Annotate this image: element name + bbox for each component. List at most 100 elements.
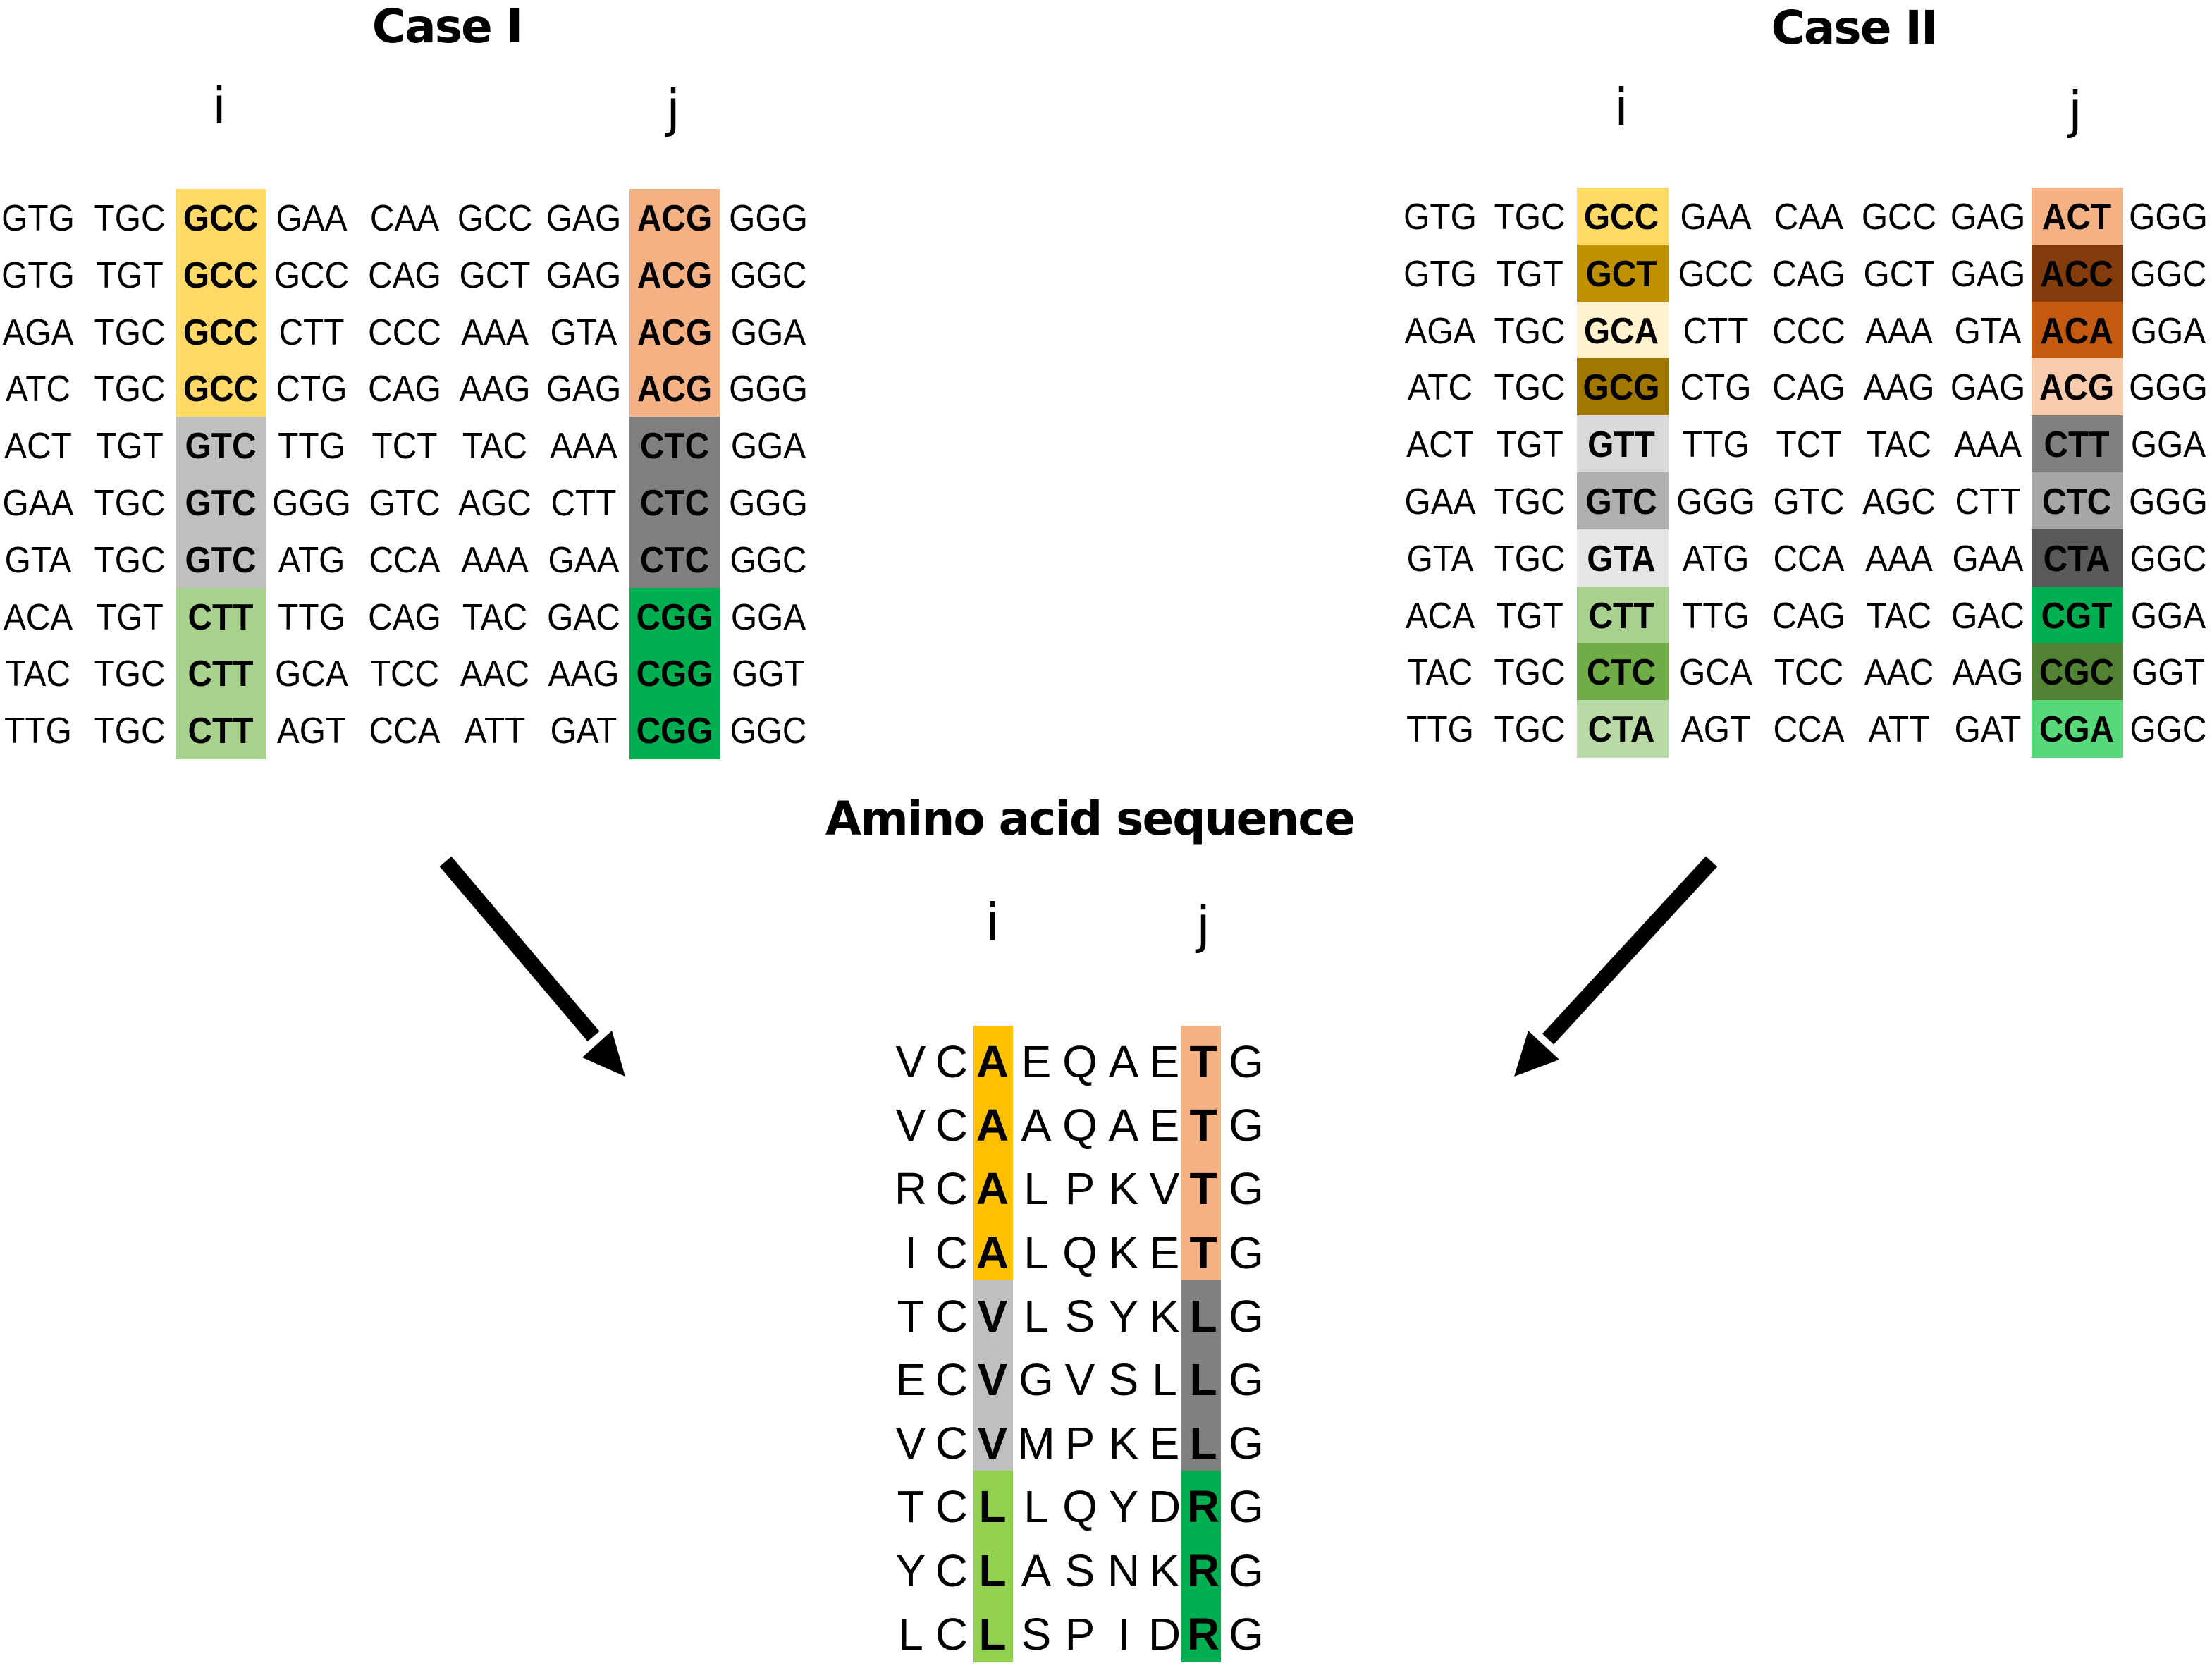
amino-acid-cell: L: [1189, 1290, 1217, 1342]
amino-acid-cell: T: [1189, 1163, 1217, 1215]
amino-acid-cell: C: [935, 1036, 969, 1087]
amino-acid-sequence-title: Amino acid sequence: [825, 792, 1356, 846]
amino-acid-cell: C: [935, 1418, 969, 1469]
case-i-codon-highlight-j-row-5: [629, 417, 720, 474]
case-i-codon-cell: GAG: [546, 198, 622, 239]
case-ii-codon-cell: GGC: [2130, 709, 2207, 751]
case-i-codon-cell: AAA: [461, 312, 529, 353]
case-ii-codon-cell: GGC: [2130, 253, 2207, 295]
case-i-codon-cell: AAA: [550, 426, 617, 467]
case-ii-codon-cell: TGC: [1494, 482, 1566, 522]
amino-acid-cell: G: [1229, 1290, 1264, 1342]
case-i-codon-highlight-j-row-1: [629, 189, 720, 247]
case-ii-codon-cell: GGA: [2130, 310, 2206, 352]
amino-acid-highlight-i-row-10: [973, 1598, 1013, 1662]
amino-acid-index-j-label: j: [1196, 895, 1211, 955]
case-i-codon-cell: CTT: [551, 483, 617, 524]
case-ii-codon-cell: ACA: [2040, 310, 2113, 352]
case-i-index-i-label: i: [211, 76, 227, 135]
case-ii-codon-highlight-i-row-10: [1577, 700, 1669, 758]
amino-acid-cell: P: [1064, 1608, 1095, 1660]
case-ii-codon-cell: AGA: [1404, 310, 1476, 352]
case-i-codon-cell: GAT: [550, 711, 617, 752]
case-i-codon-highlight-j-row-3: [629, 302, 720, 360]
amino-acid-cell: L: [1189, 1418, 1217, 1469]
case-ii-codon-cell: CGT: [2041, 595, 2113, 637]
amino-acid-cell: G: [1229, 1227, 1264, 1278]
case-i-codon-cell: CTC: [639, 539, 710, 581]
case-ii-codon-cell: ACC: [2040, 253, 2113, 295]
amino-acid-cell: E: [895, 1354, 926, 1405]
amino-acid-cell: V: [977, 1354, 1008, 1405]
case-ii-codon-cell: GTC: [1585, 482, 1657, 522]
amino-acid-cell: K: [1149, 1545, 1180, 1596]
amino-acid-cell: S: [1108, 1354, 1139, 1405]
case-i-codon-cell: TGC: [94, 483, 166, 524]
amino-acid-cell: R: [1186, 1481, 1220, 1533]
case-i-codon-cell: GAA: [548, 539, 620, 581]
amino-acid-cell: L: [1024, 1163, 1049, 1215]
case-ii-codon-cell: GAG: [1950, 197, 2026, 238]
case-ii-codon-cell: TCC: [1774, 652, 1844, 694]
case-ii-codon-highlight-i-row-6: [1577, 472, 1669, 530]
case-ii-codon-cell: TGT: [1496, 253, 1563, 295]
case-ii-codon-cell: CTA: [1587, 709, 1655, 751]
amino-acid-highlight-j-row-2: [1181, 1089, 1221, 1153]
case-ii-codon-highlight-i-row-5: [1577, 415, 1669, 473]
amino-acid-highlight-j-row-9: [1181, 1534, 1221, 1599]
case-i-codon-cell: GGG: [729, 483, 808, 524]
amino-acid-cell: R: [1186, 1608, 1220, 1660]
amino-acid-highlight-j-row-4: [1181, 1216, 1221, 1281]
amino-acid-highlight-i-row-2: [973, 1089, 1013, 1153]
case-i-codon-cell: GGG: [729, 198, 808, 239]
amino-acid-cell: I: [1117, 1608, 1130, 1660]
amino-acid-cell: L: [978, 1608, 1007, 1660]
case-i-codon-cell: CTT: [188, 654, 254, 695]
amino-acid-cell: Y: [1108, 1290, 1139, 1342]
case-i-codon-highlight-j-row-8: [629, 587, 720, 645]
amino-acid-cell: V: [895, 1418, 926, 1469]
arrow-down-right-icon: [439, 856, 625, 1077]
case-i-codon-cell: GGC: [730, 539, 807, 581]
case-i-codon-cell: GTA: [4, 539, 72, 581]
amino-acid-highlight-i-row-4: [973, 1216, 1013, 1281]
case-i-codon-cell: TGC: [94, 312, 166, 353]
case-i-codon-cell: CTT: [188, 711, 254, 752]
case-i-codon-cell: GTC: [185, 539, 257, 581]
case-ii-codon-cell: CAG: [1772, 595, 1845, 637]
amino-acid-highlight-i-row-9: [973, 1534, 1013, 1599]
amino-acid-cell: A: [1108, 1100, 1139, 1151]
case-i-codon-cell: TAC: [462, 596, 528, 638]
case-i-codon-cell: CAG: [368, 596, 441, 638]
amino-acid-cell: L: [1024, 1481, 1049, 1533]
case-ii-codon-highlight-i-row-9: [1577, 643, 1669, 701]
case-ii-codon-cell: TAC: [1407, 652, 1473, 694]
case-ii-codon-cell: AAA: [1954, 424, 2022, 466]
case-ii-codon-cell: CTT: [2044, 424, 2110, 466]
amino-acid-cell: T: [1189, 1227, 1217, 1278]
case-ii-codon-highlight-j-row-10: [2032, 700, 2123, 758]
case-ii-codon-cell: GAC: [1951, 595, 2024, 637]
amino-acid-cell: V: [1064, 1354, 1095, 1405]
case-i-codon-cell: GTG: [1, 255, 75, 296]
case-ii-codon-highlight-j-row-4: [2032, 358, 2123, 416]
amino-acid-cell: C: [935, 1227, 969, 1278]
case-i-codon-cell: AAA: [461, 539, 529, 581]
case-ii-codon-cell: CTC: [2041, 482, 2112, 522]
case-i-codon-cell: GCC: [274, 255, 350, 296]
case-ii-codon-cell: AGC: [1862, 482, 1936, 522]
case-i-codon-cell: CCA: [369, 539, 441, 581]
amino-acid-cell: C: [935, 1163, 969, 1215]
case-i-codon-cell: CAA: [369, 198, 440, 239]
case-ii-codon-cell: TAC: [1866, 424, 1932, 466]
case-ii-codon-cell: GAT: [1954, 709, 2022, 751]
case-ii-codon-highlight-j-row-6: [2032, 472, 2123, 530]
case-ii-codon-cell: TGC: [1494, 709, 1566, 751]
amino-acid-highlight-j-row-5: [1181, 1280, 1221, 1344]
case-i-codon-cell: CTC: [639, 426, 710, 467]
case-i-codon-cell: ACG: [637, 369, 713, 410]
case-i-codon-cell: GGG: [729, 369, 808, 410]
case-ii-title: Case II: [1771, 1, 1938, 55]
case-ii-codon-cell: AAA: [1865, 310, 1933, 352]
case-ii-codon-cell: GGG: [2129, 197, 2208, 238]
